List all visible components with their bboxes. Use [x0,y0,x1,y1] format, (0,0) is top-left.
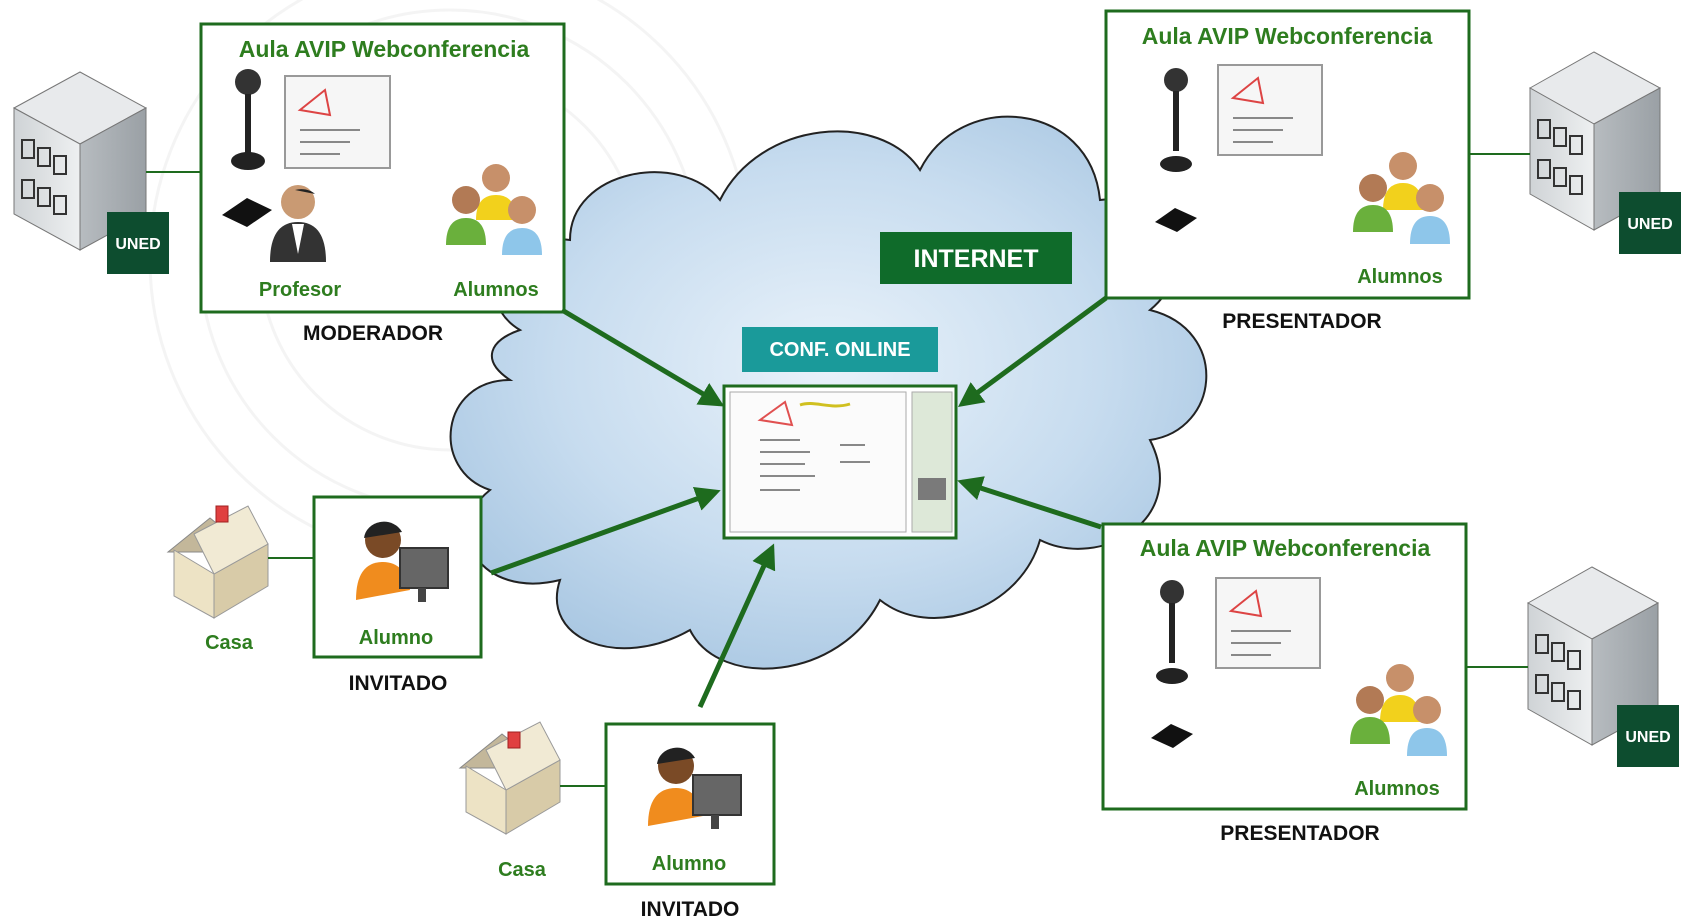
connection-arrows [490,295,1108,709]
conf-online-badge: CONF. ONLINE [742,327,938,372]
presentador-top-role: PRESENTADOR [1222,310,1381,333]
uned-building-top-right: UNED [1469,51,1681,254]
invitado-2-casa-label: Casa [498,859,547,881]
profesor-icon [270,185,326,262]
moderador-title: Aula AVIP Webconferencia [239,36,530,62]
uned-building-bottom-right: UNED [1466,566,1679,767]
presentador-bottom-title: Aula AVIP Webconferencia [1140,535,1431,561]
invitado-1-role: INVITADO [349,672,448,695]
camera-icon [231,69,265,170]
internet-label: INTERNET [914,245,1039,273]
alumno-computer-icon [648,747,742,829]
presentador-top-alumnos-label: Alumnos [1357,266,1443,288]
uned-logo [1617,705,1679,767]
uned-logo [1619,192,1681,254]
invitado-2-role: INVITADO [641,898,740,921]
presentador-bottom-alumnos-label: Alumnos [1354,778,1440,800]
arrow-invitado-2 [697,543,776,709]
uned-building-left: UNED [12,71,201,274]
invitado-1-alumno-label: Alumno [359,627,433,649]
arrow-presentador-bottom [957,476,1102,530]
moderador-alumnos-label: Alumnos [453,279,539,301]
house-icon-1 [166,505,314,619]
uned-logo [107,212,169,274]
alumnos-group-icon [446,164,542,255]
presentador-bottom-role: PRESENTADOR [1220,822,1379,845]
arrow-invitado-1 [490,487,721,576]
arrow-moderador [560,307,725,407]
house-icon-2 [458,721,606,835]
invitado-1-casa-label: Casa [205,632,254,654]
alumnos-group-icon [1350,664,1447,756]
whiteboard-icon [1217,64,1323,156]
invitado-1-box: Alumno [312,495,483,659]
speakerphone-icon [1151,724,1193,748]
presentador-top-title: Aula AVIP Webconferencia [1142,23,1433,49]
camera-icon [1160,68,1192,172]
whiteboard-icon [284,75,391,169]
uned-logo-text: UNED [1625,729,1670,746]
invitado-2-box: Alumno [604,722,776,886]
conference-screen [722,384,958,540]
moderador-room: Aula AVIP Webconferencia Pr [199,22,566,314]
moderador-profesor-label: Profesor [259,279,341,301]
speakerphone-icon [1155,208,1197,232]
invitado-2-alumno-label: Alumno [652,853,726,875]
uned-logo-text: UNED [1627,216,1672,233]
presentador-bottom-room: Aula AVIP Webconferencia Alumnos [1101,522,1468,811]
conf-online-label: CONF. ONLINE [769,339,910,361]
moderador-role: MODERADOR [303,322,443,345]
alumnos-group-icon [1353,152,1450,244]
presentador-top-room: Aula AVIP Webconferencia Alumnos [1104,9,1471,300]
alumno-computer-icon [356,521,449,602]
internet-badge: INTERNET [880,232,1072,284]
whiteboard-icon [1215,577,1321,669]
uned-logo-text: UNED [115,236,160,253]
speakerphone-icon [222,198,272,227]
arrow-presentador-top [957,295,1108,407]
camera-icon [1156,580,1188,684]
